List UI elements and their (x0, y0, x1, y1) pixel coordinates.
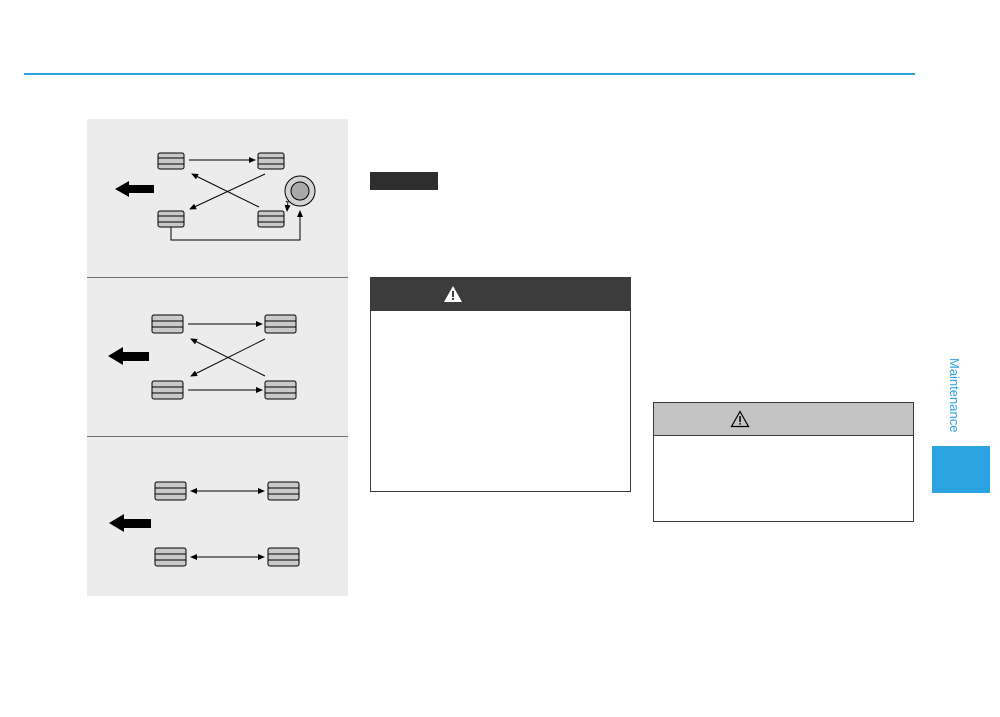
section-tab-label: Maintenance (947, 358, 962, 433)
warning-header (371, 278, 630, 311)
caution-triangle-icon (730, 410, 750, 428)
tire-rotation-diagram-with-spare (115, 152, 316, 241)
front-arrow-icon (115, 181, 154, 197)
tire-icon (151, 314, 184, 334)
front-arrow-icon (108, 347, 149, 365)
diagram-panel-2 (87, 278, 348, 436)
header-rule (24, 73, 915, 75)
tire-icon (154, 481, 187, 501)
section-tag (370, 172, 438, 190)
rotation-arrows (170, 157, 303, 241)
tire-icon (267, 547, 300, 567)
tire-icon (264, 314, 297, 334)
front-arrow-icon (109, 514, 151, 532)
diagram-panel-3 (87, 437, 348, 596)
caution-header (654, 403, 913, 436)
tire-icon (157, 210, 185, 228)
panel-divider (87, 277, 348, 278)
tire-icon (267, 481, 300, 501)
diagram-panel-1 (87, 119, 348, 277)
tire-icon (257, 152, 285, 170)
caution-box (653, 402, 914, 522)
tire-icon (257, 210, 285, 228)
section-tab-block (932, 446, 990, 493)
tire-icon (154, 547, 187, 567)
warning-box (370, 277, 631, 492)
rotation-arrows (190, 488, 265, 560)
tire-icon (264, 380, 297, 400)
tire-icon (157, 152, 185, 170)
tire-rotation-diagram-side-to-side (109, 481, 300, 567)
warning-triangle-icon (444, 286, 462, 302)
spare-tire-icon (284, 175, 316, 207)
tire-rotation-diagram-cross (108, 314, 297, 400)
tire-icon (151, 380, 184, 400)
panel-divider (87, 436, 348, 437)
rotation-arrows (188, 321, 266, 393)
